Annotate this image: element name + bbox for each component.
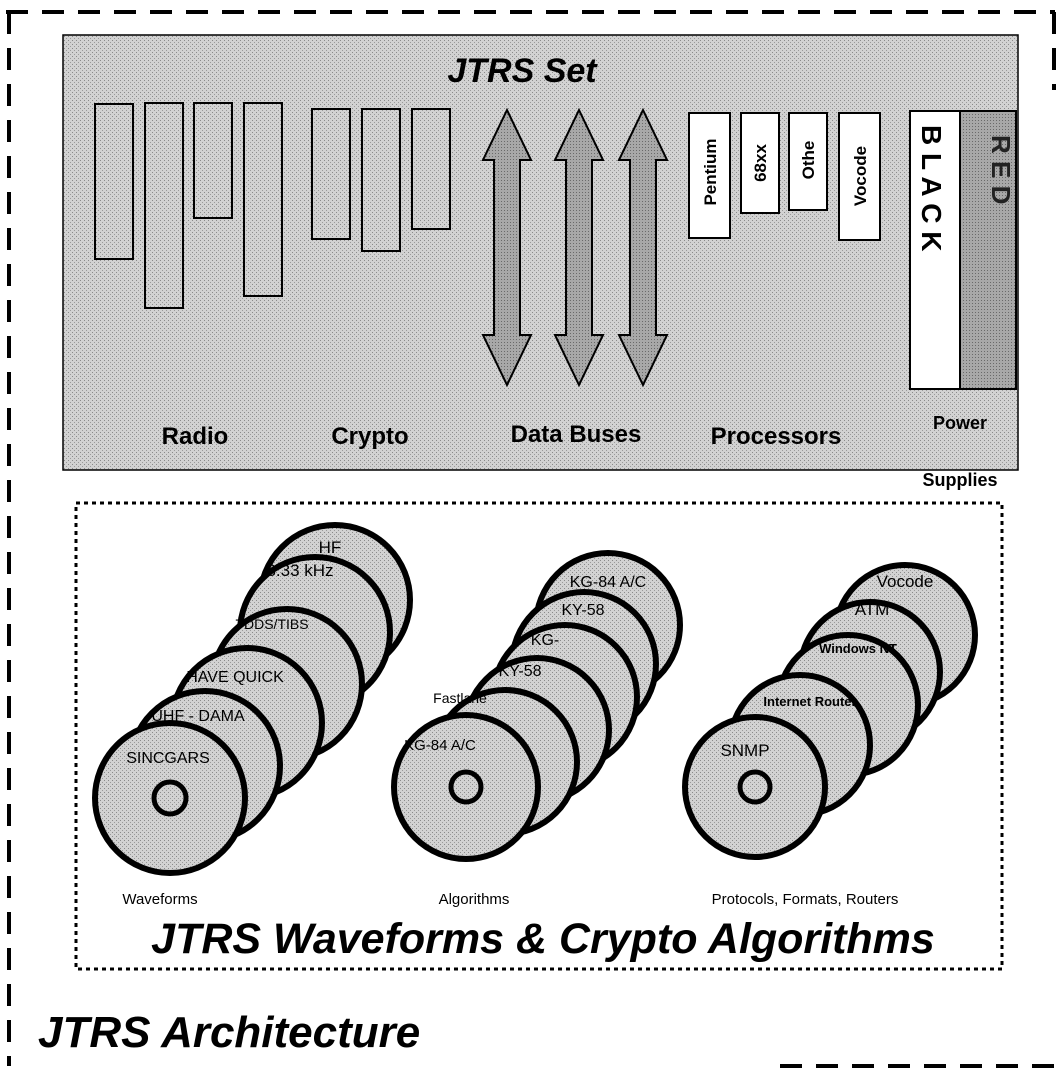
radio-blocks xyxy=(94,102,283,309)
data-bus-arrow-3 xyxy=(617,107,669,388)
protocol-disc-label-windows-nt: Windows NT xyxy=(819,641,897,656)
processor-label-68xx: 68xx xyxy=(751,144,770,182)
algorithm-disc-label-kg84-top: KG-84 A/C xyxy=(570,574,646,591)
architecture-title: JTRS Architecture xyxy=(38,1008,420,1057)
processor-label-vocode: Vocode xyxy=(851,146,870,206)
waveform-disc-label-tdds: TDDS/TIBS xyxy=(235,616,308,632)
protocol-disc-label-vocode: Vocode xyxy=(877,572,934,591)
processor-blocks: Pentium 68xx Othe Vocode xyxy=(688,112,881,241)
algorithm-disc-label-ky58-a: KY-58 xyxy=(562,602,605,619)
label-supplies: Supplies xyxy=(922,470,997,490)
protocols-disc-stack xyxy=(682,562,978,860)
label-power: Power xyxy=(933,413,987,433)
set-title: JTRS Set xyxy=(447,52,598,90)
waveforms-panel: HF 8.33 kHz TDDS/TIBS HAVE QUICK UHF - D… xyxy=(74,501,1004,971)
power-supply-blocks: B L A C K R E D xyxy=(909,110,1017,390)
label-processors: Processors xyxy=(711,423,842,450)
group-label-algorithms: Algorithms xyxy=(439,891,510,908)
group-label-protocols: Protocols, Formats, Routers xyxy=(712,891,899,908)
red-label: R E D xyxy=(986,135,1016,204)
waveform-disc-label-havequick: HAVE QUICK xyxy=(186,669,284,686)
waveform-disc-label-sincgars: SINCGARS xyxy=(126,750,210,767)
protocol-disc-label-atm: ATM xyxy=(855,600,890,619)
protocol-disc-label-snmp: SNMP xyxy=(720,741,769,760)
crypto-blocks xyxy=(311,108,451,252)
algorithm-disc-label-kg: KG- xyxy=(531,632,559,649)
label-crypto: Crypto xyxy=(331,423,408,450)
algorithm-disc-label-kg84: KG-84 A/C xyxy=(404,737,476,754)
algorithm-disc-label-ky58-b: KY-58 xyxy=(499,663,542,680)
waveforms-disc-stack xyxy=(92,522,413,876)
algorithms-disc-stack xyxy=(391,550,683,862)
data-bus-arrow-1 xyxy=(481,107,533,388)
waveform-disc-label-833: 8.33 kHz xyxy=(266,561,333,580)
black-label: B L A C K xyxy=(916,125,947,252)
label-radio: Radio xyxy=(162,423,229,450)
data-bus-arrows xyxy=(481,107,669,388)
processor-label-othe: Othe xyxy=(799,141,818,180)
waveforms-panel-title: JTRS Waveforms & Crypto Algorithms xyxy=(151,915,935,963)
waveform-disc-label-hf: HF xyxy=(319,538,342,557)
label-data-buses: Data Buses xyxy=(511,421,642,448)
waveform-disc-label-uhfdama: UHF - DAMA xyxy=(151,708,245,725)
outer-dashed-frame xyxy=(6,10,1056,1068)
algorithm-disc-label-fastlane: Fastlane xyxy=(433,690,487,706)
processor-label-pentium: Pentium xyxy=(701,138,720,205)
jtrs-set-panel: JTRS Set Pentium 68xx Othe xyxy=(62,34,1019,471)
protocol-disc-label-internet-router: Internet Router xyxy=(763,694,856,709)
data-bus-arrow-2 xyxy=(553,107,605,388)
group-label-waveforms: Waveforms xyxy=(122,891,197,908)
